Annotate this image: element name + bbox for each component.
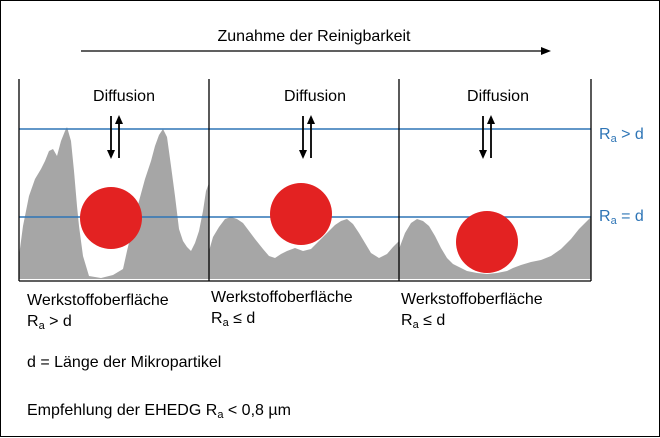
recommendation-note: Empfehlung der EHEDG Ra < 0,8 µm xyxy=(27,401,291,421)
diffusion-arrows-1 xyxy=(107,115,123,159)
ref-1-relation: > d xyxy=(617,126,644,143)
diffusion-arrows-2 xyxy=(299,115,315,159)
diffusion-label-3: Diffusion xyxy=(467,88,529,105)
surface-label-1: Werkstoffoberfläche xyxy=(27,291,169,311)
particle-1 xyxy=(80,187,142,249)
cleanability-arrow-head xyxy=(541,47,551,55)
ref-2-relation: = d xyxy=(617,208,644,225)
diffusion-arrows-3 xyxy=(479,115,495,159)
surface-label-2: Werkstoffoberfläche xyxy=(211,288,353,308)
reference-label-ra-gt-d: Ra > d xyxy=(599,125,644,145)
particle-3 xyxy=(456,211,518,273)
reference-label-ra-eq-d: Ra = d xyxy=(599,207,644,227)
definition-note: d = Länge der Mikropartikel xyxy=(27,353,221,373)
particle-2 xyxy=(270,183,332,245)
surface-label-3: Werkstoffoberfläche xyxy=(401,290,543,310)
ra-condition-1: Ra > d xyxy=(27,312,72,332)
ra-condition-2: Ra ≤ d xyxy=(211,309,255,329)
diffusion-label-2: Diffusion xyxy=(284,88,346,105)
ra-condition-3: Ra ≤ d xyxy=(401,311,445,331)
ref-2-symbol: R xyxy=(599,208,611,225)
header-title: Zunahme der Reinigbarkeit xyxy=(218,28,412,45)
ref-1-symbol: R xyxy=(599,126,611,143)
diffusion-label-1: Diffusion xyxy=(93,88,155,105)
